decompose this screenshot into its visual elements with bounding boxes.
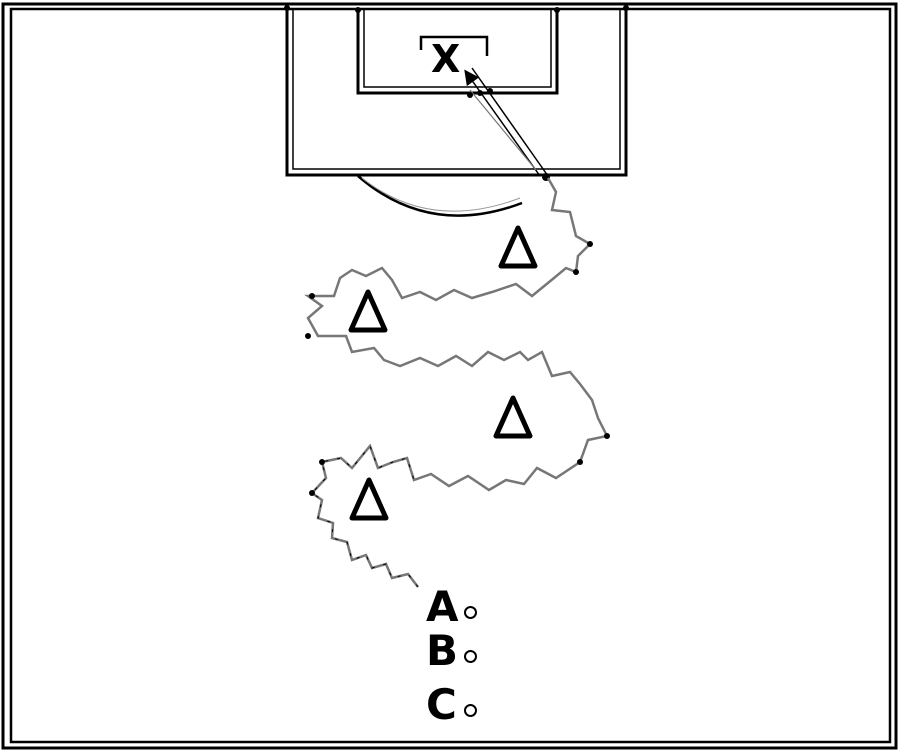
corner-dot (554, 7, 560, 13)
ball-icon (464, 606, 477, 619)
shot-dot (467, 92, 473, 98)
penalty-area-inner (292, 8, 621, 170)
dribble-turn-dot (604, 433, 610, 439)
ball-icon (464, 704, 477, 717)
goal-area-inner (363, 8, 552, 88)
pitch-outline-inner (9, 7, 892, 744)
dribble-turn-dot (305, 333, 311, 339)
corner-dot (284, 5, 290, 11)
goalkeeper-label: X (431, 37, 461, 81)
player-a-label: A (426, 582, 459, 631)
penalty-arc-inner (361, 177, 521, 212)
goalkeeper-box (419, 35, 489, 56)
penalty-area (285, 8, 628, 177)
cone-1 (498, 225, 538, 269)
shot-line (464, 69, 541, 177)
shot-line (471, 67, 549, 177)
goal-area (356, 8, 559, 95)
shot-dot (477, 90, 483, 96)
cone-3 (493, 395, 533, 439)
dribble-turn-dot (573, 269, 579, 275)
dribble-turn-dot (309, 490, 315, 496)
dribble-turn-dot (577, 459, 583, 465)
dribble-path (304, 177, 609, 588)
corner-dot (355, 7, 361, 13)
cone-4 (349, 477, 389, 521)
corner-dot (623, 5, 629, 11)
cone-2 (348, 289, 388, 333)
player-b-label: B (426, 626, 459, 675)
shot-line (469, 89, 537, 171)
player-c: C (426, 684, 486, 728)
shot-dot (487, 88, 493, 94)
player-c-label: C (426, 680, 457, 729)
dribble-turn-dot (309, 293, 315, 299)
player-a: A (426, 586, 486, 630)
dribble-turn-dot (587, 241, 593, 247)
ball-icon (464, 650, 477, 663)
penalty-arc (357, 175, 523, 217)
dribble-turn-dot (319, 459, 325, 465)
player-b: B (426, 630, 486, 674)
